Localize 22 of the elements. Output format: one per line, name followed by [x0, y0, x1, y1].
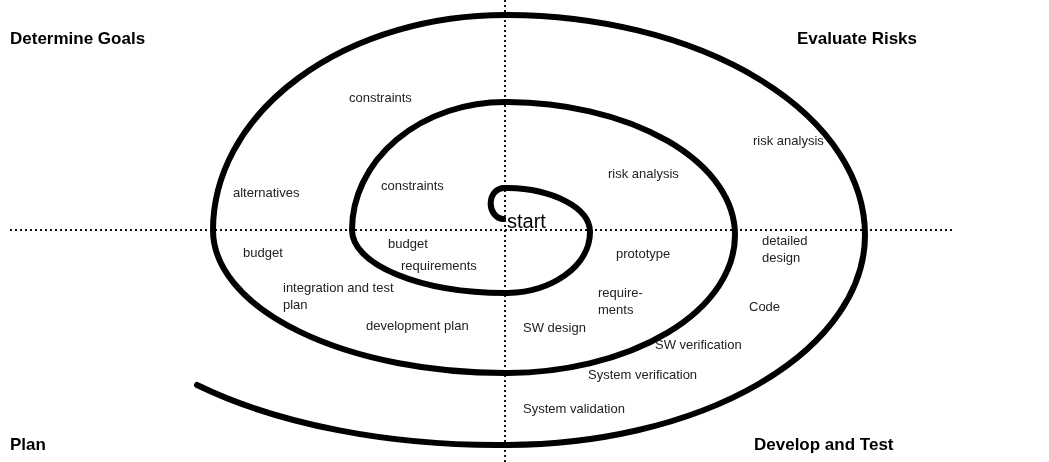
spiral-label: System verification [588, 366, 698, 383]
spiral-label: requirements [401, 257, 477, 274]
spiral-label: constraints [381, 177, 444, 194]
spiral-label: prototype [616, 245, 671, 262]
spiral-label: System validation [523, 400, 625, 417]
spiral-label: SW design [523, 319, 586, 336]
spiral-label: detailed design [762, 232, 809, 266]
spiral-label: budget [388, 235, 428, 252]
spiral-label: require- ments [598, 284, 644, 318]
spiral-label: Code [749, 298, 781, 315]
spiral-label: budget [243, 244, 283, 261]
spiral-label: risk analysis [608, 165, 679, 182]
quadrant-heading: Determine Goals [10, 28, 146, 50]
spiral-label: start [507, 210, 546, 232]
quadrant-heading: Develop and Test [754, 434, 894, 456]
spiral-label: alternatives [233, 184, 300, 201]
quadrant-heading: Evaluate Risks [797, 28, 917, 50]
spiral-label: development plan [366, 317, 469, 334]
spiral-label: SW verification [655, 336, 742, 353]
spiral-label: risk analysis [753, 132, 824, 149]
spiral-label: constraints [349, 89, 412, 106]
quadrant-heading: Plan [10, 434, 46, 456]
